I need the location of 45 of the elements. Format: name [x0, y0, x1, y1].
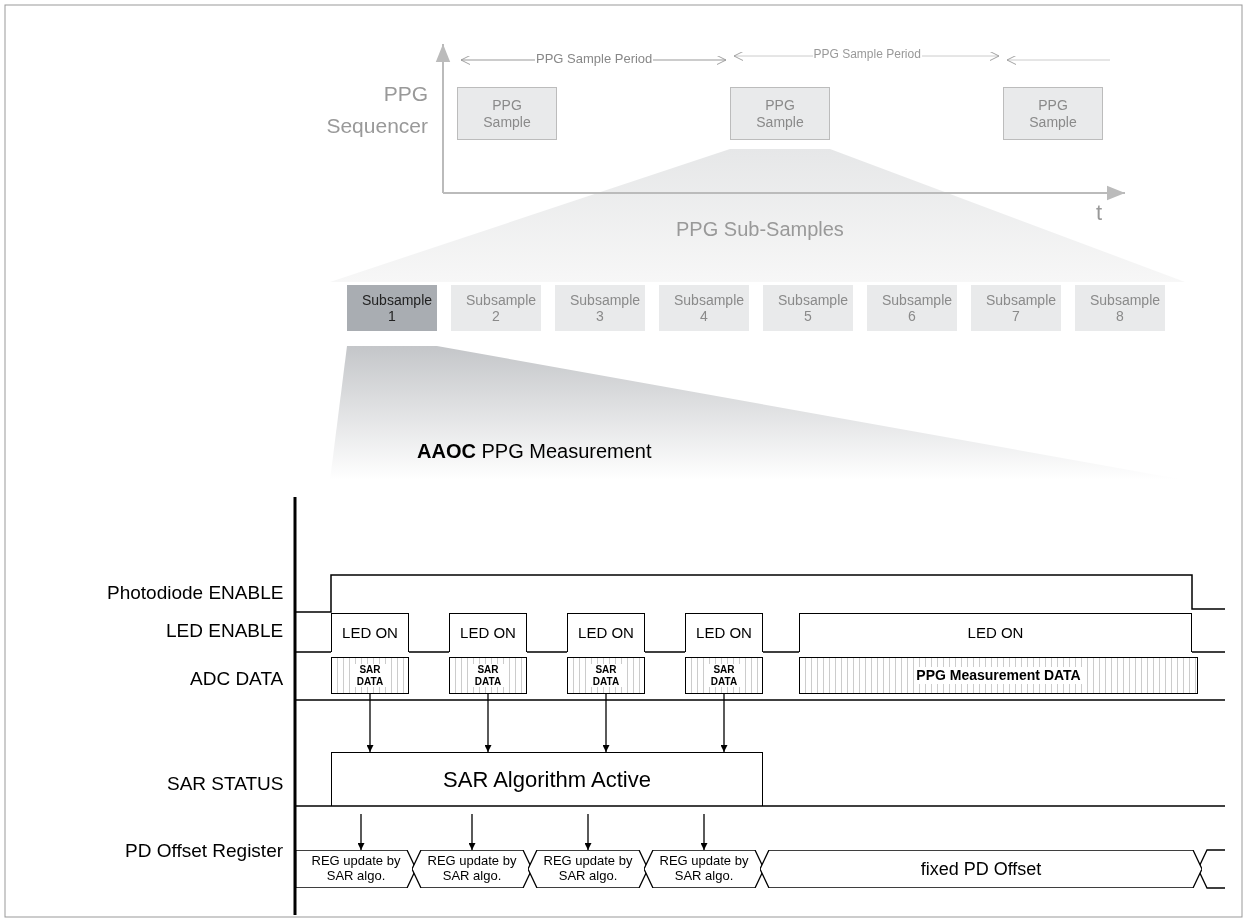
pulse-high: LED ON	[799, 613, 1192, 652]
data-block: SAR DATA	[567, 657, 645, 694]
row-label: SAR STATUS	[167, 773, 284, 795]
section-title: PPG Sub-Samples	[676, 218, 844, 241]
row-label: PPG Sequencer	[325, 81, 428, 139]
register-state: REG update by SAR algo.	[296, 850, 416, 888]
subsample-box: Subsample 5	[763, 285, 853, 331]
row-label: Photodiode ENABLE	[107, 582, 284, 604]
arrow	[366, 693, 374, 753]
data-block: PPG Measurement DATA	[799, 657, 1198, 694]
status-box: SAR Algorithm Active	[331, 752, 763, 806]
data-block: SAR DATA	[331, 657, 409, 694]
subsample-box: Subsample 2	[451, 285, 541, 331]
subsample-box: Subsample 8	[1075, 285, 1165, 331]
arrow	[584, 813, 592, 851]
subsample-box: Subsample 7	[971, 285, 1061, 331]
arrow	[484, 693, 492, 753]
subsample-box: Subsample 1	[347, 285, 437, 331]
data-block: SAR DATA	[685, 657, 763, 694]
dimension-label: PPG Sample Period	[812, 47, 922, 61]
section-title: AAOC PPG Measurement	[417, 440, 652, 463]
register-state: REG update by SAR algo.	[412, 850, 532, 888]
pulse-high: LED ON	[567, 613, 645, 652]
arrow	[720, 693, 728, 753]
row-label: ADC DATA	[190, 668, 284, 690]
row-label: PD Offset Register	[125, 840, 284, 862]
sample-box: PPG Sample	[1003, 87, 1103, 140]
data-block: SAR DATA	[449, 657, 527, 694]
pulse-high: LED ON	[685, 613, 763, 652]
arrow	[602, 693, 610, 753]
subsample-box: Subsample 3	[555, 285, 645, 331]
arrow	[357, 813, 365, 851]
subsample-box: Subsample 4	[659, 285, 749, 331]
sample-box: PPG Sample	[730, 87, 830, 140]
pulse-high: LED ON	[449, 613, 527, 652]
subsample-box: Subsample 6	[867, 285, 957, 331]
register-state: REG update by SAR algo.	[528, 850, 648, 888]
dimension-label: PPG Sample Period	[535, 51, 654, 66]
arrow	[700, 813, 708, 851]
axis-label: t	[1096, 200, 1103, 226]
row-label: LED ENABLE	[166, 620, 284, 642]
pulse-high: LED ON	[331, 613, 409, 652]
arrow	[468, 813, 476, 851]
register-state: REG update by SAR algo.	[644, 850, 764, 888]
sample-box: PPG Sample	[457, 87, 557, 140]
